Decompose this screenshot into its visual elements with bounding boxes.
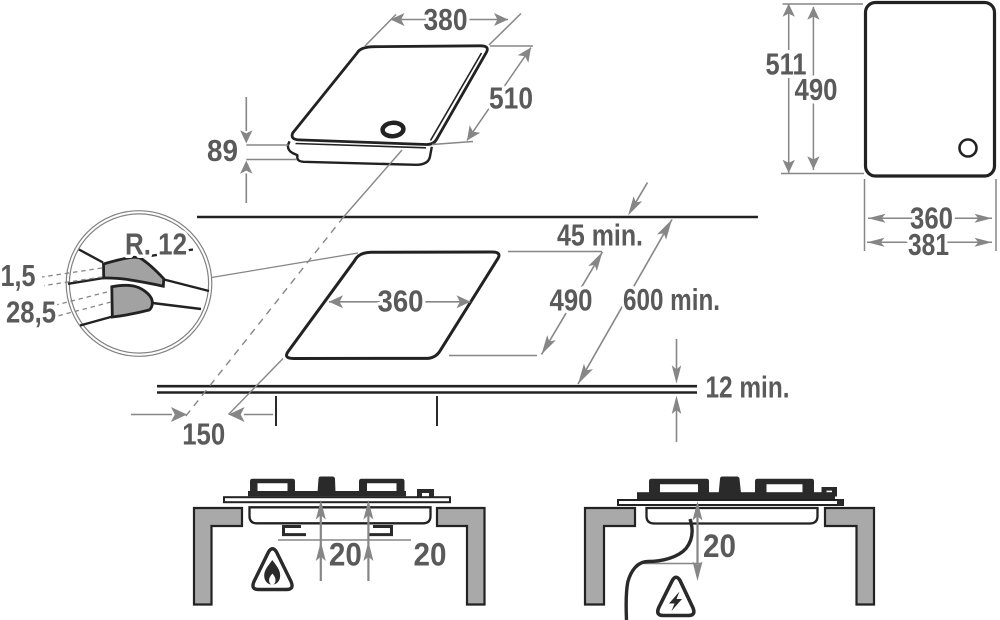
svg-text:20: 20 (414, 536, 447, 572)
svg-text:490: 490 (550, 283, 593, 318)
svg-text:150: 150 (182, 417, 225, 452)
svg-text:1,5: 1,5 (1, 258, 36, 293)
svg-text:380: 380 (424, 2, 468, 37)
svg-text:511: 511 (766, 47, 807, 82)
svg-text:12 min.: 12 min. (706, 370, 790, 405)
svg-text:381: 381 (908, 227, 949, 262)
svg-text:510: 510 (489, 81, 533, 116)
svg-text:20: 20 (703, 528, 736, 564)
svg-text:20: 20 (329, 536, 362, 572)
svg-text:45 min.: 45 min. (557, 218, 643, 253)
svg-text:28,5: 28,5 (6, 295, 56, 330)
svg-text:600 min.: 600 min. (623, 282, 720, 317)
svg-text:360: 360 (910, 201, 953, 236)
svg-text:R. 12: R. 12 (125, 227, 187, 262)
svg-text:490: 490 (795, 72, 838, 107)
svg-text:360: 360 (378, 284, 424, 319)
svg-text:89: 89 (207, 133, 238, 168)
